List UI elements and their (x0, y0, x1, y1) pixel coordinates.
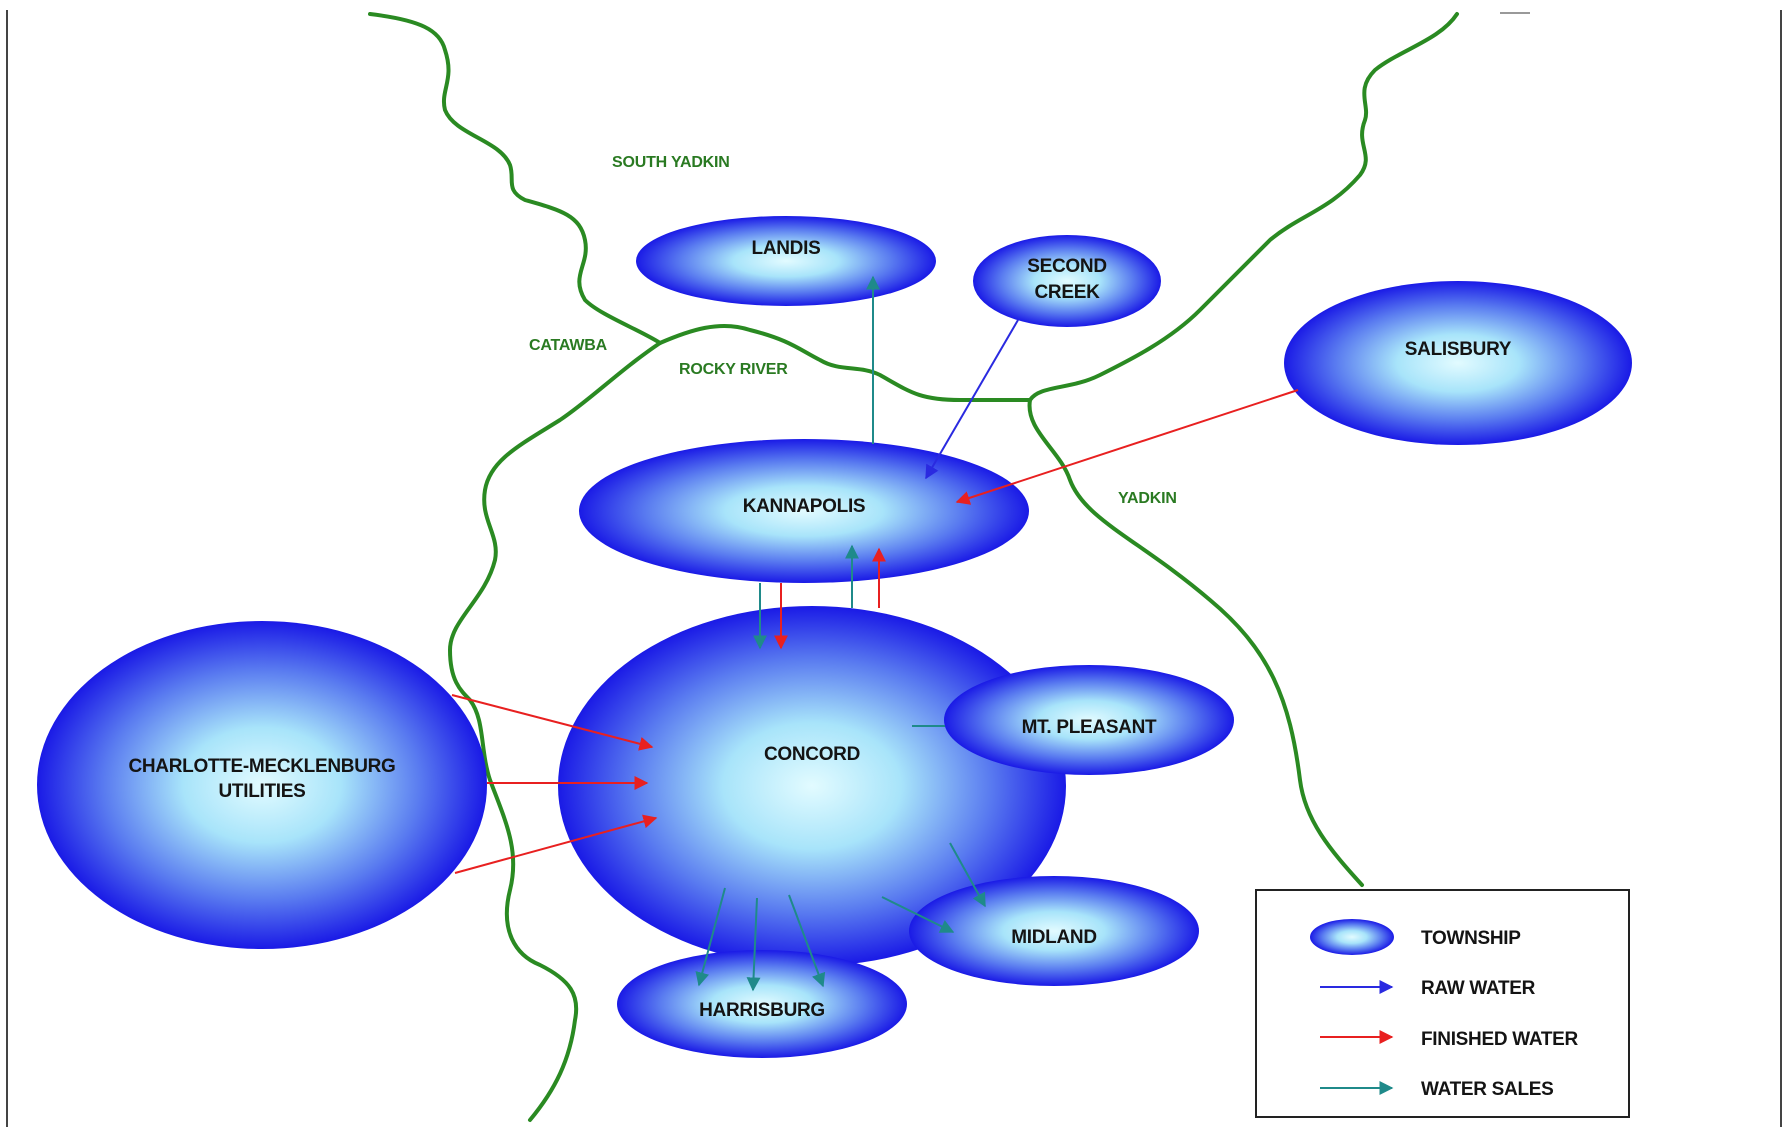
second-creek-township (973, 235, 1161, 327)
mt-pleasant-township (944, 665, 1234, 775)
water-sales-arrow-harrisburg-2 (746, 897, 761, 992)
harrisburg-label: HARRISBURG (699, 1000, 825, 1021)
second-creek-label-line2: CREEK (1034, 282, 1100, 303)
landis-label: LANDIS (752, 238, 821, 259)
finished-water-arrow-charlotte-1 (451, 694, 654, 751)
south-yadkin-label: SOUTH YADKIN (612, 154, 730, 171)
catawba-label: CATAWBA (529, 337, 608, 354)
legend-raw-water-label: RAW WATER (1421, 978, 1536, 999)
legend-township-label: TOWNSHIP (1421, 928, 1521, 949)
finished-water-arrow-salisbury (955, 389, 1299, 505)
rocky-river (658, 323, 1032, 403)
water-sales-arrow-midland-1 (949, 842, 986, 908)
concord-label: CONCORD (764, 744, 860, 765)
concord-township (558, 606, 1066, 966)
mt-pleasant-label: MT. PLEASANT (1022, 717, 1157, 738)
south-yadkin-river (368, 12, 662, 345)
raw-water-arrow (925, 319, 1019, 480)
legend-water-sales-label: WATER SALES (1421, 1079, 1554, 1100)
yadkin-label: YADKIN (1118, 490, 1177, 507)
water-sales-arrow-midland-2 (881, 896, 955, 933)
harrisburg-township (617, 950, 907, 1058)
charlotte-label-line2: UTILITIES (218, 781, 305, 802)
charlotte-township (37, 621, 487, 949)
water-sales-arrow-harrisburg-1 (695, 887, 726, 987)
salisbury-township (1284, 281, 1632, 445)
legend-township-swatch (1310, 919, 1394, 955)
landis-township (636, 216, 936, 306)
legend-finished-water-label: FINISHED WATER (1421, 1029, 1579, 1050)
flow-arrows (451, 275, 1299, 992)
kannapolis-township (579, 439, 1029, 583)
second-creek-label-line1: SECOND (1027, 256, 1107, 277)
finished-water-arrow-charlotte-3 (454, 814, 658, 874)
legend: TOWNSHIP RAW WATER FINISHED WATER WATER … (1255, 889, 1630, 1118)
kannapolis-label: KANNAPOLIS (743, 496, 866, 517)
water-sales-arrow-harrisburg-3 (788, 894, 826, 988)
midland-label: MIDLAND (1011, 927, 1097, 948)
salisbury-label: SALISBURY (1405, 339, 1512, 360)
charlotte-label-line1: CHARLOTTE-MECKLENBURG (128, 756, 395, 777)
townships (37, 216, 1632, 1058)
yadkin-river-south (1027, 398, 1364, 887)
yadkin-river (1028, 12, 1459, 402)
rocky-river-label: ROCKY RIVER (679, 361, 788, 378)
